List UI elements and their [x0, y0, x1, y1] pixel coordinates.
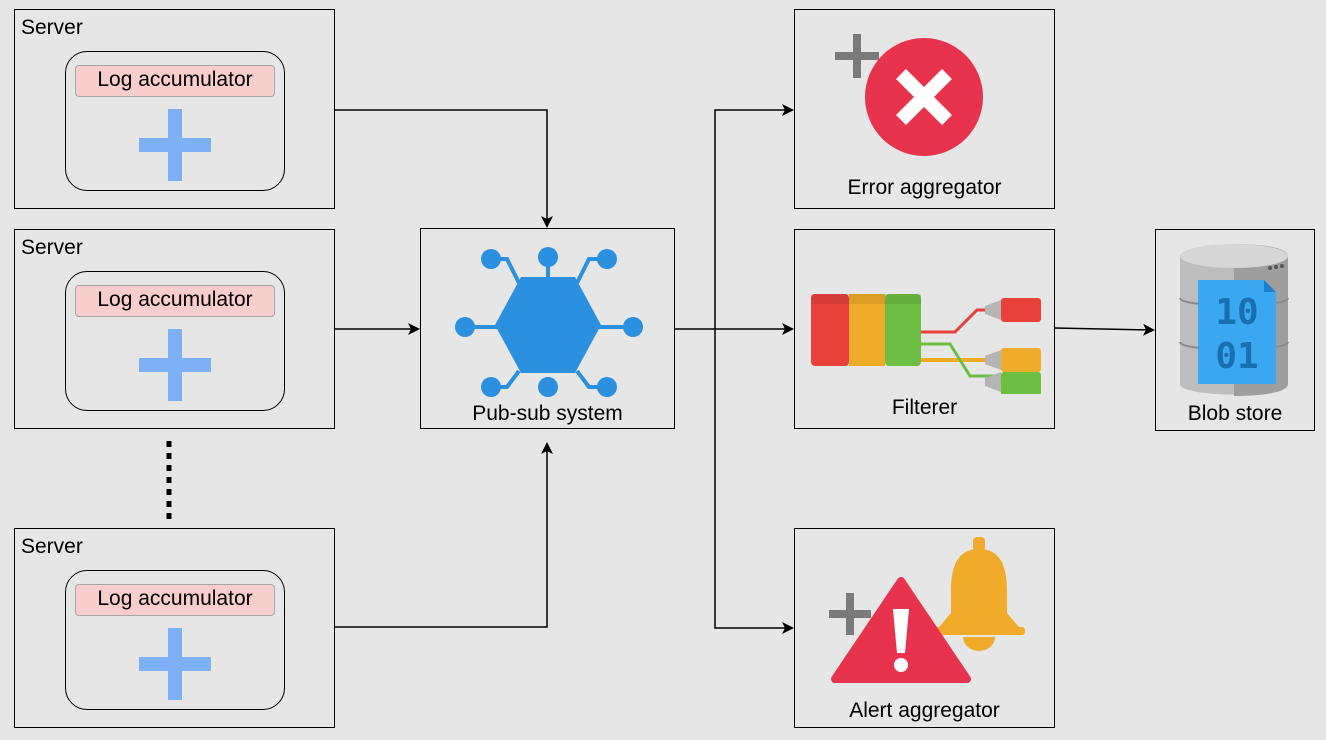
- filterer-label: Filterer: [891, 396, 958, 419]
- gray-plus-icon: [835, 34, 879, 78]
- server-3: Server Log accumulator: [14, 528, 335, 728]
- plus-icon: [139, 329, 211, 401]
- filter-cables-icon: [811, 294, 1041, 394]
- error-aggregator-label: Error aggregator: [847, 176, 1002, 199]
- plus-icon: [139, 109, 211, 181]
- blob-store-label: Blob store: [1187, 402, 1283, 425]
- plus-icon: [139, 628, 211, 700]
- gray-plus-icon: [829, 593, 871, 635]
- edge-filterer-blob: [1054, 323, 1155, 336]
- server-1: Server Log accumulator: [14, 9, 335, 209]
- edge-pubsub-alert: [714, 329, 794, 634]
- server-title: Server: [21, 535, 83, 558]
- database-icon: [1179, 244, 1289, 396]
- bell-icon: [933, 537, 1025, 651]
- log-accumulator-container: Log accumulator: [65, 271, 285, 411]
- log-accumulator-label: Log accumulator: [75, 584, 275, 616]
- alert-aggregator: Alert aggregator: [794, 528, 1055, 728]
- log-accumulator-label: Log accumulator: [75, 65, 275, 97]
- edge-server3-pubsub: [335, 442, 553, 628]
- server-2: Server Log accumulator: [14, 229, 335, 429]
- error-aggregator: Error aggregator: [794, 9, 1055, 209]
- binary-digits-bottom: 01: [1215, 336, 1259, 377]
- edge-pubsub-error: [714, 104, 794, 329]
- pubsub-system: Pub-sub system: [420, 228, 675, 429]
- filterer: Filterer: [794, 229, 1055, 429]
- log-accumulator-container: Log accumulator: [65, 570, 285, 710]
- blob-store: 10 01 Blob store: [1155, 229, 1315, 431]
- log-accumulator-label: Log accumulator: [75, 285, 275, 317]
- edge-server1-pubsub: [335, 109, 553, 228]
- server-title: Server: [21, 16, 83, 39]
- binary-digits-top: 10: [1215, 292, 1259, 333]
- log-accumulator-container: Log accumulator: [65, 51, 285, 191]
- error-x-icon: [865, 38, 983, 156]
- warning-triangle-icon: [831, 577, 971, 683]
- alert-aggregator-label: Alert aggregator: [849, 699, 1000, 722]
- pubsub-label: Pub-sub system: [472, 402, 623, 425]
- hub-network-icon: [455, 247, 643, 397]
- server-title: Server: [21, 236, 83, 259]
